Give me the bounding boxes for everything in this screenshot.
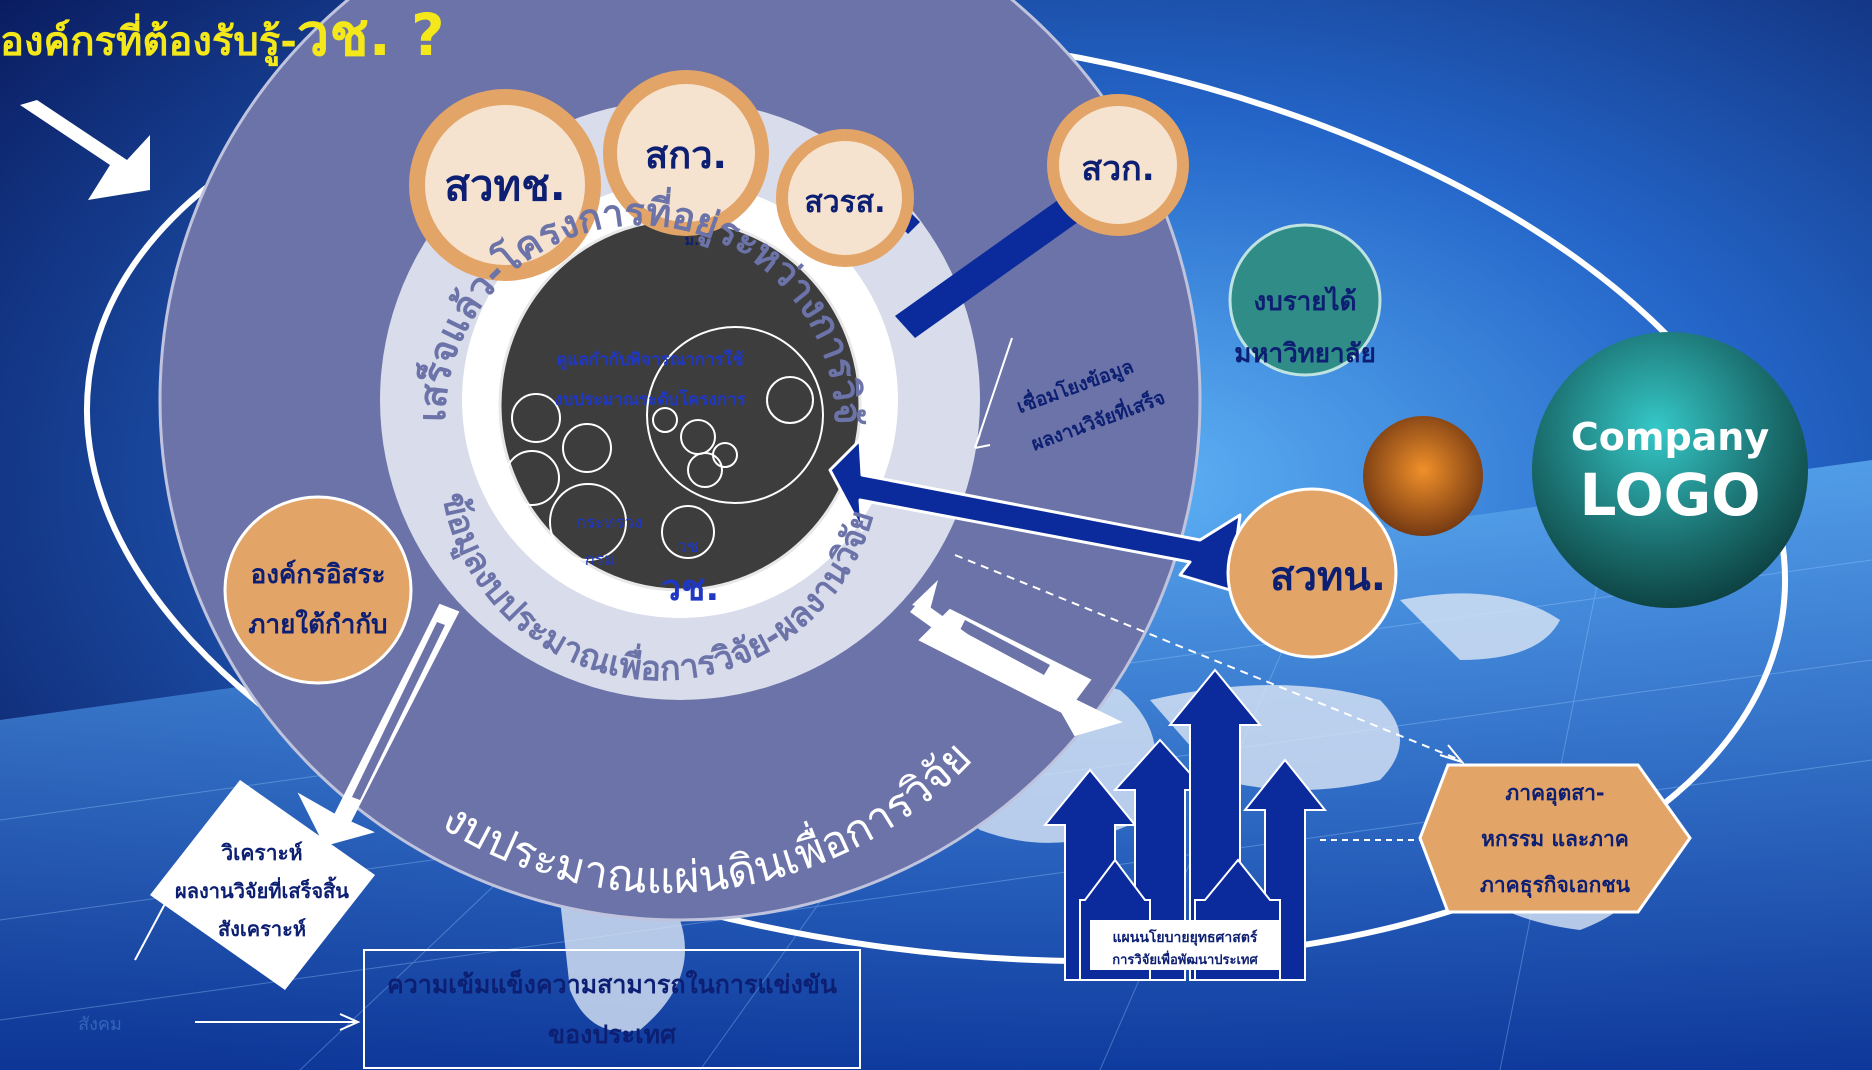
industry-line3: ภาคธุรกิจเอกชน — [1480, 873, 1631, 899]
link-line-arrowhead — [974, 433, 991, 449]
competitiveness-line2: ของประเทศ — [548, 1020, 677, 1049]
org-label-swk: สวก. — [1081, 149, 1154, 189]
org-label-swthc: สวทช. — [444, 161, 565, 210]
independent-org-line1: องค์กรอิสระ — [251, 559, 386, 590]
outer-ring-border — [158, 0, 1202, 922]
industry-hexagon — [1418, 763, 1692, 914]
university-revenue-circle — [1228, 223, 1382, 377]
analyze-line1: วิเคราะห์ — [220, 841, 302, 865]
strategy-arrows — [1042, 668, 1328, 981]
org-mini-label: ม. — [685, 233, 700, 249]
pointer-arrow — [20, 100, 150, 200]
analyze-diamond — [150, 780, 375, 990]
core-center-label: วช. — [661, 568, 719, 609]
dashed-link-industry — [954, 554, 1461, 761]
logo-line2: LOGO — [1579, 461, 1760, 529]
core-dept-label: กรม — [585, 550, 616, 570]
core-bubbles — [504, 326, 824, 561]
swthn-label: สวทน. — [1270, 554, 1386, 600]
independent-org-line2: ภายใต้กำกับ — [248, 609, 387, 640]
analyze-line3: สังเคราะห์ — [218, 917, 306, 941]
orange-sphere — [1363, 416, 1483, 536]
university-revenue-line2: มหาวิทยาลัย — [1234, 339, 1376, 369]
org-circle-swthc — [409, 89, 601, 281]
org-circle-skw — [603, 70, 769, 236]
link-line — [974, 337, 1013, 449]
logo-line1: Company — [1571, 415, 1769, 459]
core-caption-line1: ดูแลกำกับพิจารณาการใช้ — [556, 349, 744, 371]
bottom-left-hint: สังคม — [78, 1014, 122, 1035]
industry-line2: หกรรม และภาค — [1481, 827, 1629, 851]
org-label-skw: สกว. — [645, 133, 727, 177]
core-caption-line2: งบประมาณระดับโครงการ — [554, 389, 747, 410]
logo-sphere — [1532, 332, 1808, 608]
university-revenue-line1: งบรายได้ — [1254, 285, 1357, 317]
competitiveness-box — [363, 949, 861, 1069]
strategy-line1: แผนนโยบายยุทธศาสตร์ — [1113, 928, 1258, 946]
diagonal-bar — [895, 200, 1078, 338]
independent-org-circle — [223, 495, 413, 685]
core-abbr-label: วช — [677, 537, 698, 557]
swthn-circle — [1226, 487, 1398, 659]
org-circle-swrs — [776, 129, 914, 267]
competitiveness-line1: ความเข้มแข็งความสามารถในการแข่งขัน — [387, 969, 837, 999]
org-label-swrs: สวรส. — [805, 185, 886, 220]
org-circle-swk — [1047, 94, 1189, 236]
analyze-line2: ผลงานวิจัยที่เสร็จสิ้น — [175, 876, 349, 903]
strategy-line2: การวิจัยเพื่อพัฒนาประเทศ — [1112, 950, 1258, 968]
core-ministry-label: กระทรวง — [576, 513, 643, 533]
industry-line1: ภาคอุตสา- — [1505, 781, 1604, 807]
strategy-label-box — [1090, 920, 1280, 970]
page-title: องค์กรที่ต้องรับรู้-วช. ? — [0, 1, 445, 69]
